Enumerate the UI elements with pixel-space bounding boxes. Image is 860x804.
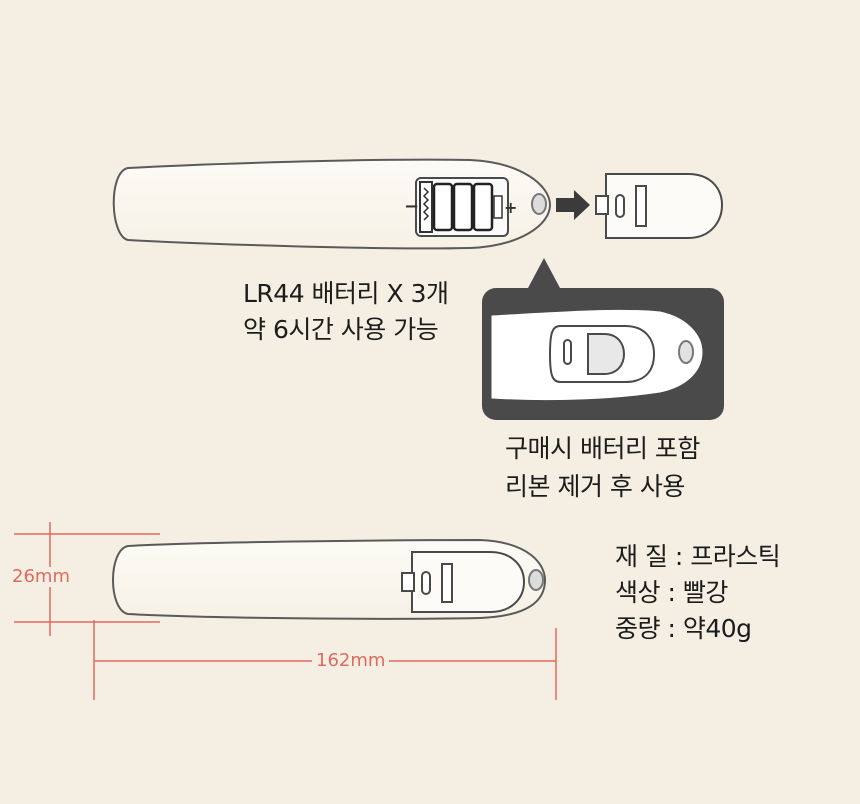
spec-weight: 중량 : 약40g [615,614,752,643]
pointer-open-view: − + [112,158,552,250]
pointer-laser-led [531,193,547,215]
ribbon-callout [482,258,724,420]
ribbon-note-line2: 리본 제거 후 사용 [505,472,685,501]
ribbon-tab [587,333,626,375]
battery-icon [419,181,503,233]
spec-color: 색상 : 빨강 [615,578,728,607]
battery-info-line1: LR44 배터리 X 3개 [243,279,449,308]
battery-plus-sign: + [504,198,517,217]
length-dimension-label: 162mm [312,651,390,671]
height-dimension-label: 26mm [12,566,70,587]
battery-info-line2: 약 6시간 사용 가능 [243,315,439,344]
arrow-right-icon [556,190,590,220]
battery-cover [595,173,724,239]
pointer-closed-view [112,538,547,620]
spec-material: 재 질 : 프라스틱 [615,542,781,571]
battery-minus-sign: − [404,196,419,217]
ribbon-note-line1: 구매시 배터리 포함 [505,434,700,463]
